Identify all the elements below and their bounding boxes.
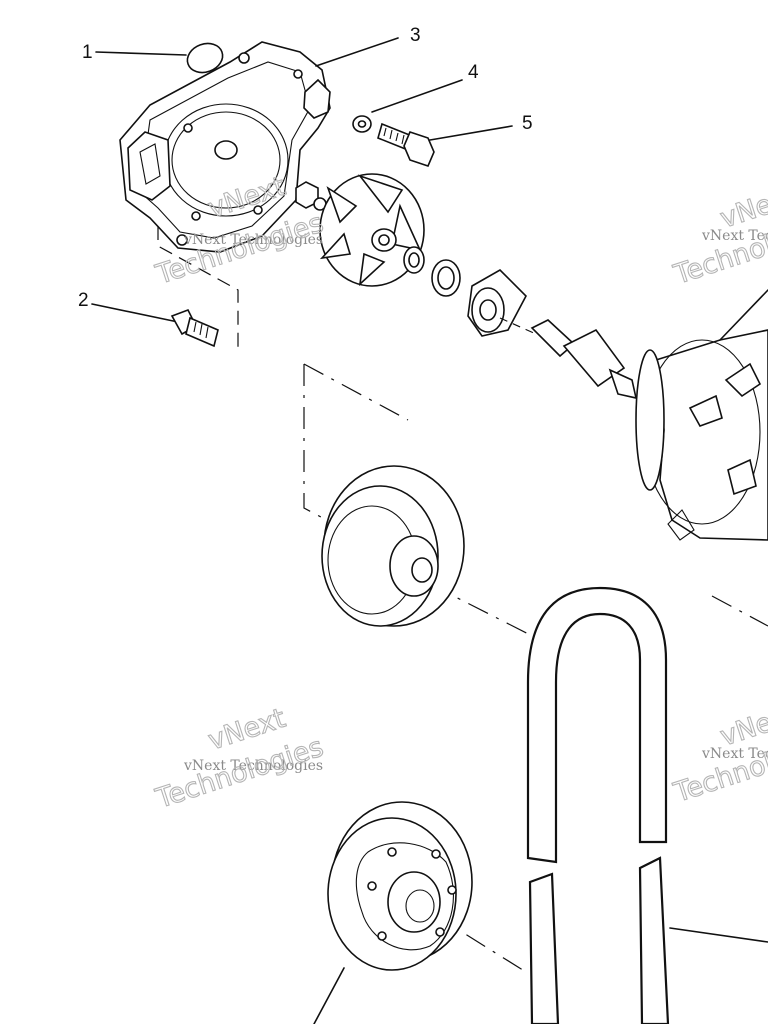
watermark-right-middle-line2: vNext Technologies xyxy=(701,746,768,762)
watermark-right-middle-line1: vNext xyxy=(717,699,768,753)
watermark-middle: vNext vNext Technologies Technologies xyxy=(151,702,328,815)
pump-shaft xyxy=(499,317,638,400)
bolt-part-5 xyxy=(377,122,435,167)
callout-4: 4 xyxy=(468,62,479,83)
impeller xyxy=(319,173,425,287)
impeller-nut xyxy=(295,181,327,211)
v-belt xyxy=(526,586,768,1024)
pump-housing xyxy=(635,289,768,541)
drive-pulley xyxy=(321,465,465,627)
o-ring-part-1 xyxy=(186,42,224,74)
callout-labels: 1 2 3 4 5 xyxy=(78,25,533,311)
callout-1: 1 xyxy=(82,42,93,63)
callout-leaders xyxy=(91,37,513,323)
watermark-middle-line2: vNext Technologies xyxy=(183,758,323,774)
washer-part-4 xyxy=(352,115,372,133)
callout-5: 5 xyxy=(522,113,533,134)
crank-pulley xyxy=(313,801,473,1024)
callout-2: 2 xyxy=(78,290,89,311)
shaft-seals xyxy=(403,246,527,337)
callout-3: 3 xyxy=(410,25,421,46)
watermark-right-middle: vNext vNext Technologies Technologies xyxy=(669,698,768,809)
watermark-right-top-line1: vNext xyxy=(717,181,768,235)
watermark-right-top: vNext vNext Technologies Technologies xyxy=(669,180,768,291)
watermark-top-line2: vNext Technologies xyxy=(183,232,323,248)
watermark-right-top-line2: vNext Technologies xyxy=(701,228,768,244)
pump-cover-plate xyxy=(119,41,331,253)
bolt-part-2 xyxy=(170,308,219,348)
